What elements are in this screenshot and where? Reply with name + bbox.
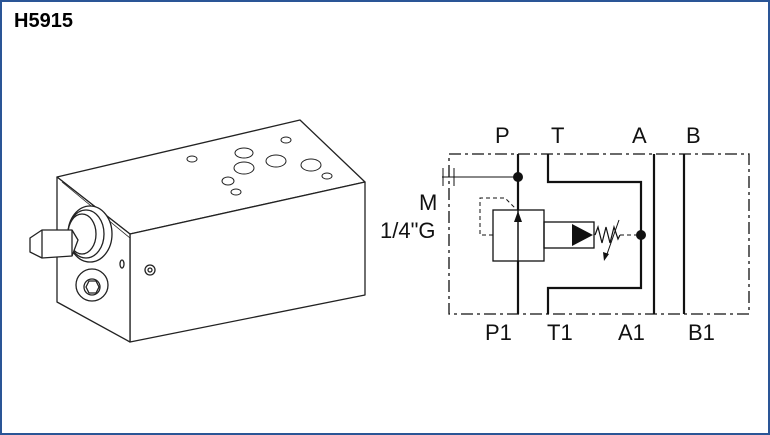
spring-icon: [594, 224, 621, 244]
spring-chamber: [543, 221, 595, 249]
port-label-a1: A1: [618, 320, 645, 345]
port-label-a: A: [632, 123, 647, 148]
gauge-thread-label: 1/4"G: [380, 218, 436, 243]
port-label-b: B: [686, 123, 701, 148]
adjustable-arrow-icon: [605, 219, 620, 258]
gauge-port-label: M: [419, 190, 437, 215]
hydraulic-schematic: [442, 153, 750, 315]
port-labels: P T A B P1 T1 A1 B1 M 1/4"G: [380, 123, 715, 345]
pilot-line: [479, 197, 517, 236]
port-label-p1: P1: [485, 320, 512, 345]
port-holes: [186, 136, 333, 196]
port-label-p: P: [495, 123, 510, 148]
flow-arrow-icon: [514, 211, 522, 222]
valve-block-illustration: [29, 119, 366, 343]
manifold-boundary: [448, 153, 750, 315]
port-label-t: T: [551, 123, 564, 148]
adjustment-knob: [29, 205, 113, 302]
port-label-t1: T1: [547, 320, 573, 345]
model-title: H5915: [14, 10, 73, 32]
port-label-b1: B1: [688, 320, 715, 345]
